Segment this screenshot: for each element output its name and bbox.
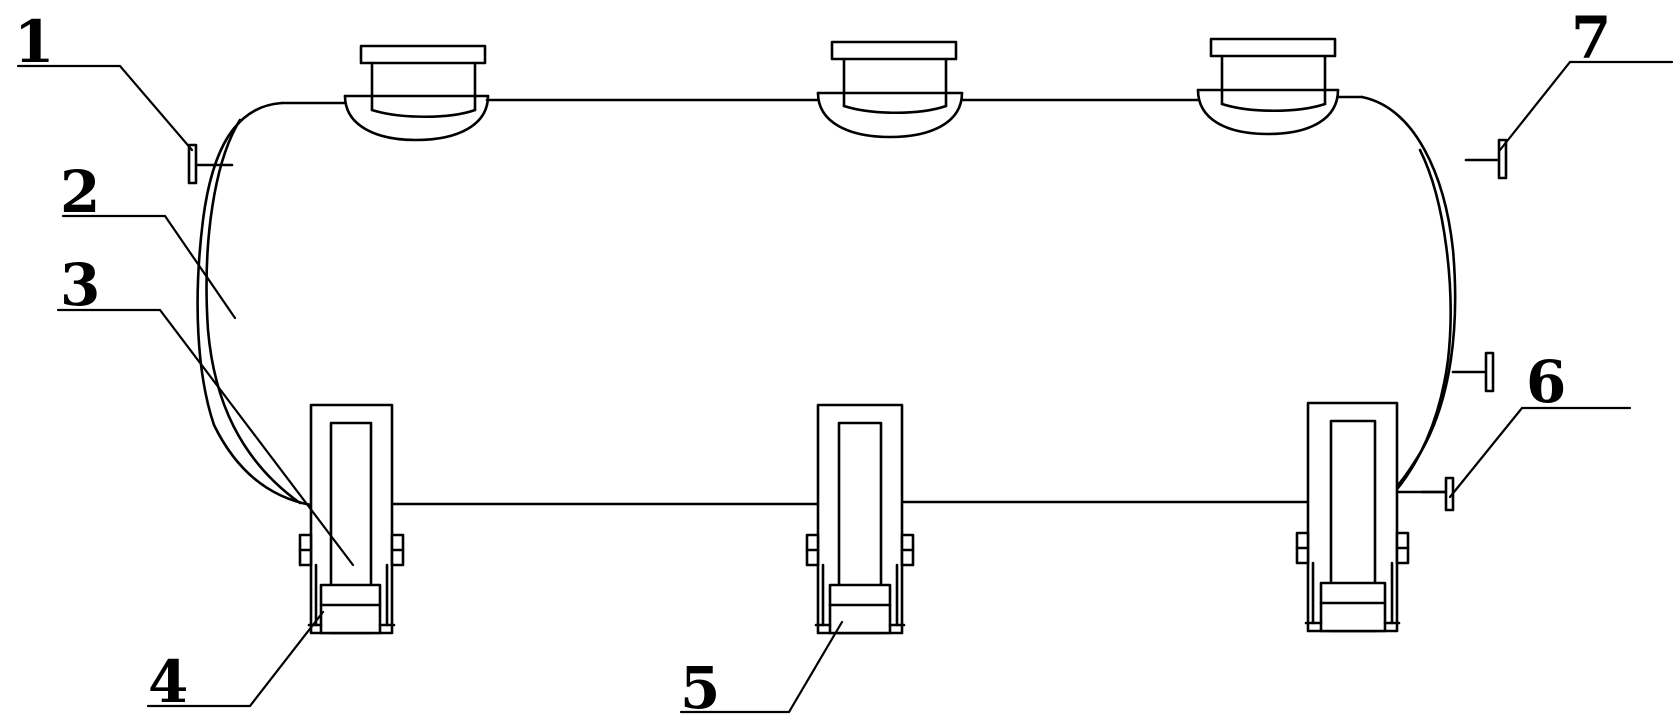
label-4: 4 bbox=[148, 648, 188, 716]
top-manhole-right bbox=[1196, 37, 1340, 136]
nozzle-right-upper bbox=[1464, 138, 1508, 180]
label-6: 6 bbox=[1526, 348, 1566, 416]
label-5: 5 bbox=[680, 654, 720, 719]
nozzle-right-middle bbox=[1451, 351, 1495, 393]
support-wheel-middle bbox=[805, 403, 915, 635]
label-1: 1 bbox=[14, 8, 54, 76]
leader-5 bbox=[679, 620, 844, 714]
leader-6 bbox=[1448, 406, 1632, 499]
support-wheel-left bbox=[298, 403, 405, 635]
label-7: 7 bbox=[1571, 4, 1611, 72]
nozzle-left-upper bbox=[187, 143, 234, 185]
leader-lines bbox=[16, 60, 1674, 714]
label-2: 2 bbox=[60, 158, 100, 226]
nozzle-right-lower bbox=[1420, 476, 1455, 512]
leader-2 bbox=[61, 214, 237, 320]
tank-body bbox=[196, 95, 1457, 507]
leader-7 bbox=[1498, 60, 1674, 152]
leader-3 bbox=[56, 308, 355, 567]
leader-1 bbox=[16, 64, 194, 152]
label-3: 3 bbox=[60, 251, 100, 319]
leader-4 bbox=[146, 610, 325, 708]
top-manhole-middle bbox=[816, 40, 964, 139]
support-wheel-right bbox=[1295, 401, 1410, 633]
top-manhole-left bbox=[343, 44, 490, 142]
